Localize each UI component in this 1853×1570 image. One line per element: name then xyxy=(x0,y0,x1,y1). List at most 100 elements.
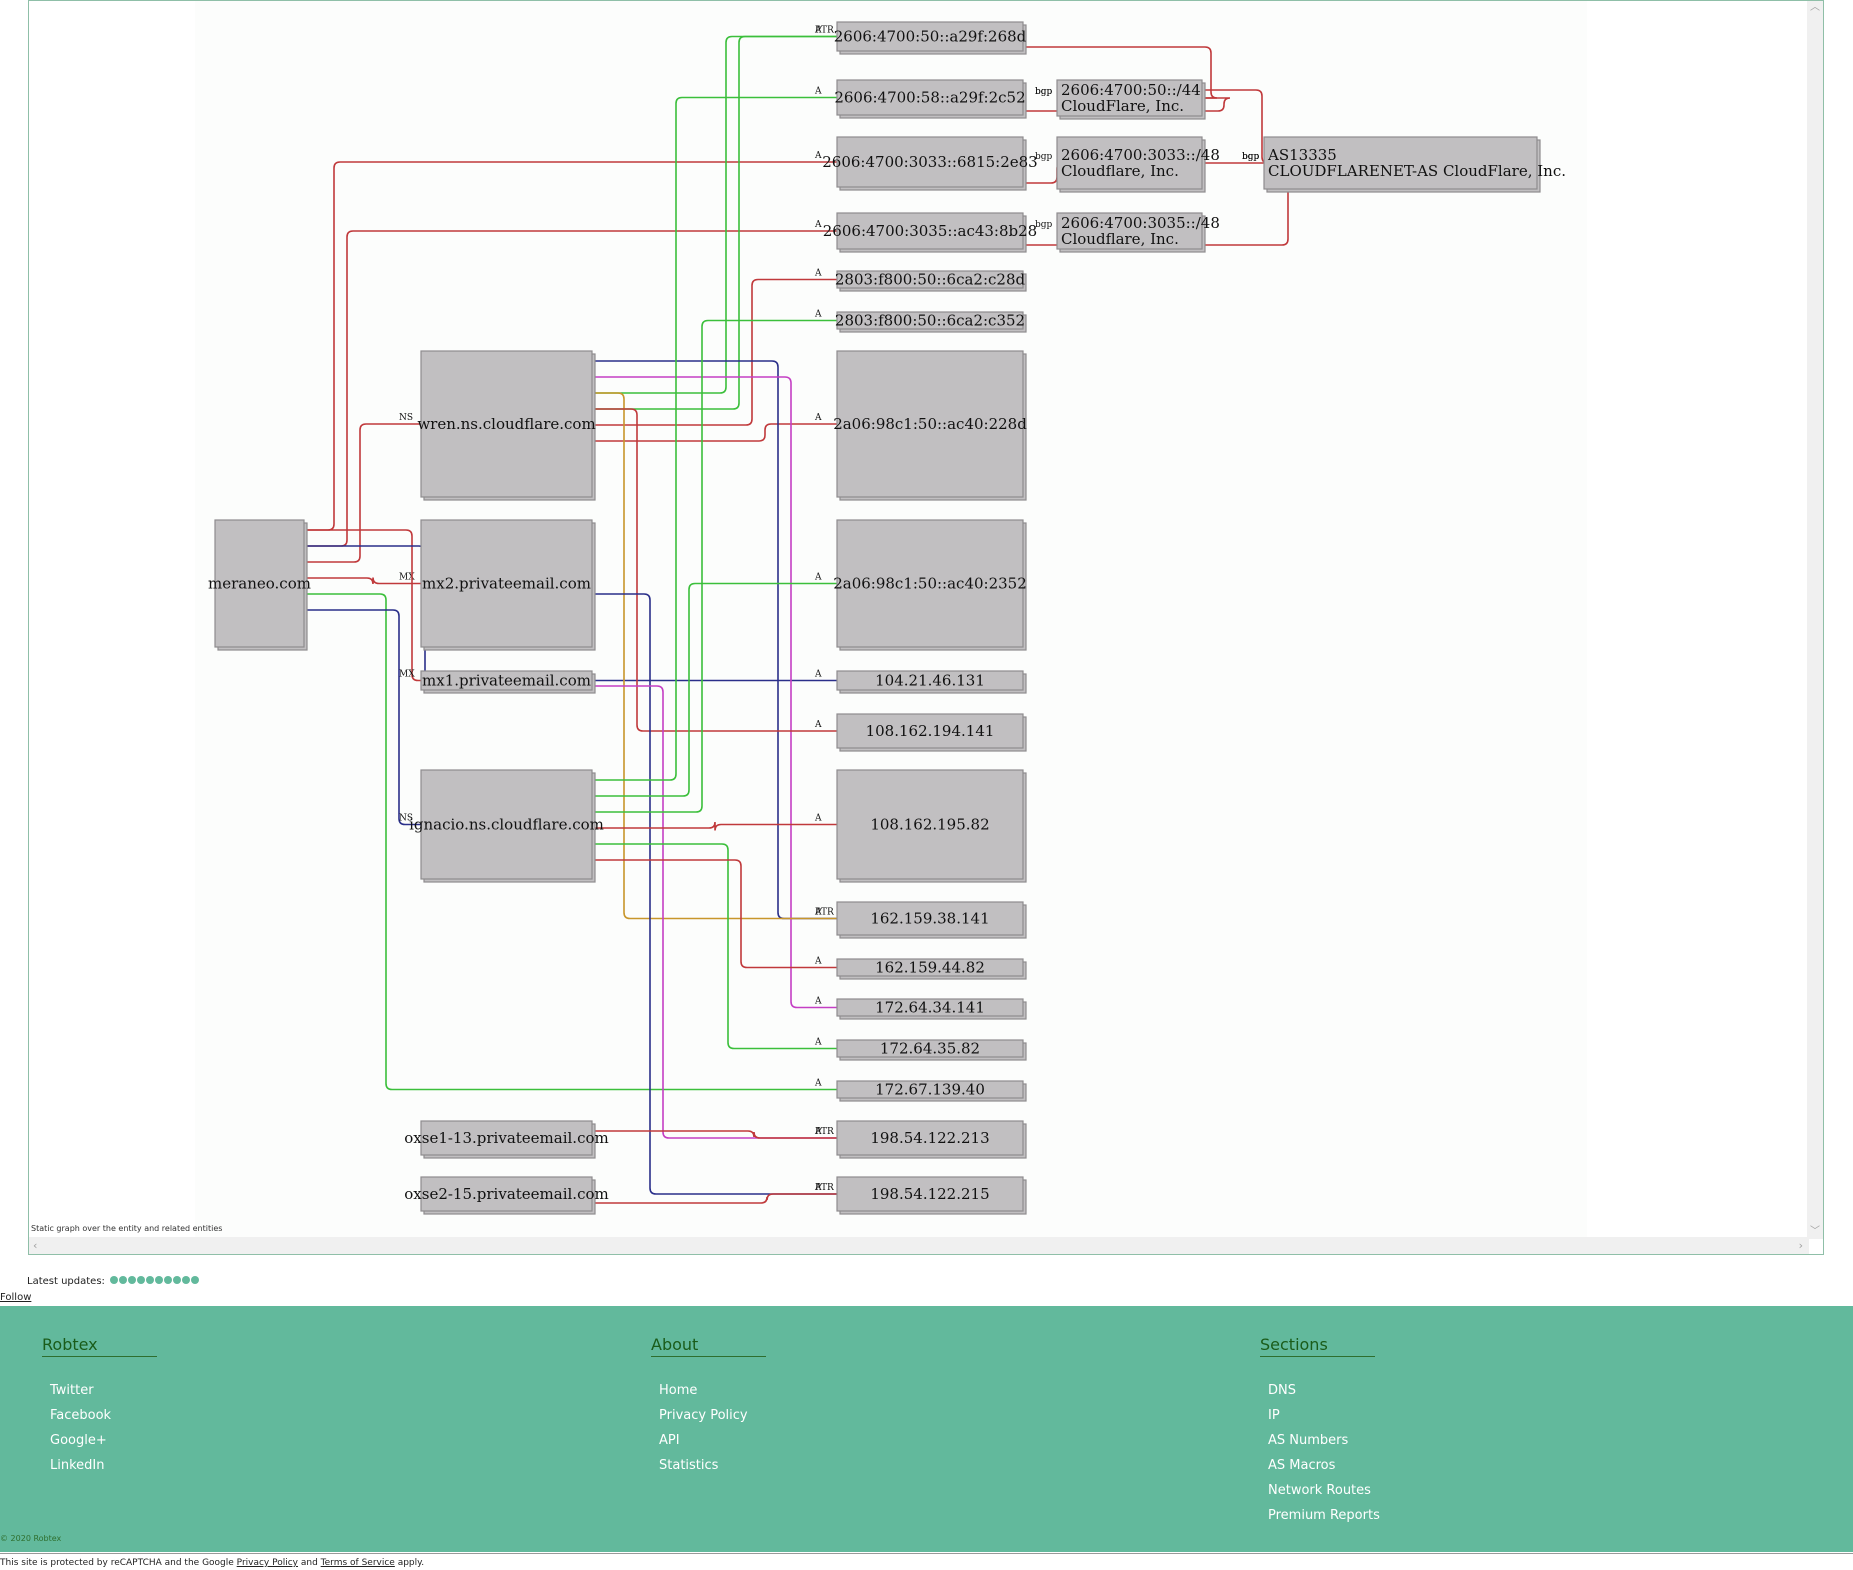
graph-node[interactable]: 2606:4700:58::a29f:2c52 xyxy=(834,79,1027,119)
footer-link-as-numbers[interactable]: AS Numbers xyxy=(1268,1433,1349,1448)
graph-node[interactable]: 162.159.38.141 xyxy=(836,901,1027,939)
graph-node[interactable]: mx1.privateemail.com xyxy=(420,670,596,694)
footer-title-underline xyxy=(42,1356,157,1357)
edge-label: A xyxy=(814,670,822,680)
edge-label: A xyxy=(814,269,822,279)
edge-label: MX xyxy=(399,573,415,583)
footer-link-ip[interactable]: IP xyxy=(1268,1408,1280,1423)
graph-node[interactable]: 104.21.46.131 xyxy=(836,670,1027,694)
footer-link-premium-reports[interactable]: Premium Reports xyxy=(1268,1508,1380,1523)
node-box xyxy=(836,670,1024,691)
scroll-right-icon[interactable]: › xyxy=(1798,1239,1803,1252)
footer-link-network-routes[interactable]: Network Routes xyxy=(1268,1483,1371,1498)
recaptcha-privacy-link[interactable]: Privacy Policy xyxy=(236,1558,299,1568)
graph-node[interactable]: 2a06:98c1:50::ac40:2352 xyxy=(833,519,1027,651)
vertical-scrollbar[interactable]: ︿ ﹀ xyxy=(1807,1,1823,1239)
graph-node[interactable]: 2a06:98c1:50::ac40:228d xyxy=(833,350,1027,501)
footer-link-linkedin[interactable]: LinkedIn xyxy=(50,1458,105,1473)
graph-edge xyxy=(304,577,421,585)
graph-node[interactable]: 198.54.122.213 xyxy=(836,1120,1027,1159)
graph-edge xyxy=(592,859,837,969)
scroll-up-icon[interactable]: ︿ xyxy=(1810,2,1820,13)
node-label: 162.159.44.82 xyxy=(875,959,985,977)
node-label: ignacio.ns.cloudflare.com xyxy=(409,816,604,834)
update-dot[interactable] xyxy=(190,1276,199,1284)
node-label: 104.21.46.131 xyxy=(875,672,985,690)
graph-node[interactable]: 2803:f800:50::6ca2:c28d xyxy=(835,270,1027,292)
footer-link-privacy-policy[interactable]: Privacy Policy xyxy=(659,1408,748,1423)
graph-node[interactable]: 2803:f800:50::6ca2:c352 xyxy=(835,311,1027,333)
graph-node[interactable]: 2606:4700:50::a29f:268d xyxy=(834,21,1027,55)
node-label: 2a06:98c1:50::ac40:228d xyxy=(833,415,1027,433)
node-label: 108.162.194.141 xyxy=(866,722,995,740)
node-box xyxy=(836,79,1024,116)
recaptcha-terms-link[interactable]: Terms of Service xyxy=(320,1558,395,1568)
graph-node[interactable]: 172.64.34.141 xyxy=(836,998,1027,1020)
edge-label: bgp xyxy=(1035,87,1053,97)
footer-link-dns[interactable]: DNS xyxy=(1268,1383,1296,1398)
node-box xyxy=(836,958,1024,977)
graph-node[interactable]: oxse1-13.privateemail.com xyxy=(404,1120,609,1159)
node-label: oxse1-13.privateemail.com xyxy=(404,1129,609,1147)
update-dot[interactable] xyxy=(127,1276,136,1284)
node-box xyxy=(836,1120,1024,1156)
scroll-down-icon[interactable]: ﹀ xyxy=(1810,1226,1820,1237)
graph-node[interactable]: 172.64.35.82 xyxy=(836,1039,1027,1061)
footer-link-home[interactable]: Home xyxy=(659,1383,698,1398)
node-box xyxy=(420,519,593,648)
update-dot[interactable] xyxy=(172,1276,181,1284)
update-dot[interactable] xyxy=(181,1276,190,1284)
update-dot[interactable] xyxy=(163,1276,172,1284)
node-label: 172.67.139.40 xyxy=(875,1081,985,1099)
node-box xyxy=(836,769,1024,880)
graph-node[interactable]: meraneo.com xyxy=(208,519,311,651)
node-label: 2606:4700:3033::/48 xyxy=(1061,146,1220,164)
update-dot[interactable] xyxy=(154,1276,163,1284)
node-label: 2803:f800:50::6ca2:c28d xyxy=(835,271,1026,289)
footer-link-googleplus[interactable]: Google+ xyxy=(50,1433,107,1448)
update-dot[interactable] xyxy=(136,1276,145,1284)
scroll-left-icon[interactable]: ‹ xyxy=(33,1239,38,1252)
update-dots[interactable] xyxy=(109,1276,199,1287)
graph-node[interactable]: 172.67.139.40 xyxy=(836,1080,1027,1102)
graph-node[interactable]: ignacio.ns.cloudflare.com xyxy=(409,769,604,883)
node-label: wren.ns.cloudflare.com xyxy=(417,415,595,433)
edge-label: bgp xyxy=(1035,152,1053,162)
graph-node[interactable]: 2606:4700:3035::ac43:8b28 xyxy=(823,212,1037,253)
graph-node[interactable]: 108.162.195.82 xyxy=(836,769,1027,883)
graph-node[interactable]: 108.162.194.141 xyxy=(836,713,1027,752)
update-dot[interactable] xyxy=(145,1276,154,1284)
update-dot[interactable] xyxy=(109,1276,118,1284)
graph-edge xyxy=(592,96,837,781)
graph-node[interactable]: wren.ns.cloudflare.com xyxy=(417,350,596,501)
horizontal-scrollbar[interactable]: ‹ › xyxy=(29,1237,1809,1254)
edge-label: A xyxy=(814,26,822,36)
node-box xyxy=(836,136,1024,188)
node-box xyxy=(420,350,593,498)
footer-link-statistics[interactable]: Statistics xyxy=(659,1458,719,1473)
edge-label: A xyxy=(814,957,822,967)
follow-link[interactable]: Follow xyxy=(0,1292,32,1303)
graph-edge xyxy=(592,278,837,426)
footer-link-as-macros[interactable]: AS Macros xyxy=(1268,1458,1336,1473)
graph-edge xyxy=(592,593,837,1195)
edge-label: A xyxy=(814,87,822,97)
footer-link-facebook[interactable]: Facebook xyxy=(50,1408,112,1423)
footer-link-twitter[interactable]: Twitter xyxy=(50,1383,94,1398)
graph-node[interactable]: 198.54.122.215 xyxy=(836,1176,1027,1215)
node-label: mx2.privateemail.com xyxy=(422,575,591,593)
edge-label: A xyxy=(814,573,822,583)
graph-node[interactable]: 162.159.44.82 xyxy=(836,958,1027,980)
graph-node[interactable]: oxse2-15.privateemail.com xyxy=(404,1176,609,1215)
edge-label: A xyxy=(814,814,822,824)
edge-label: A xyxy=(814,151,822,161)
graph-node[interactable]: 2606:4700:3033::6815:2e83 xyxy=(822,136,1038,191)
footer-link-api[interactable]: API xyxy=(659,1433,680,1448)
graph-node[interactable]: mx2.privateemail.com xyxy=(420,519,596,651)
update-dot[interactable] xyxy=(118,1276,127,1284)
